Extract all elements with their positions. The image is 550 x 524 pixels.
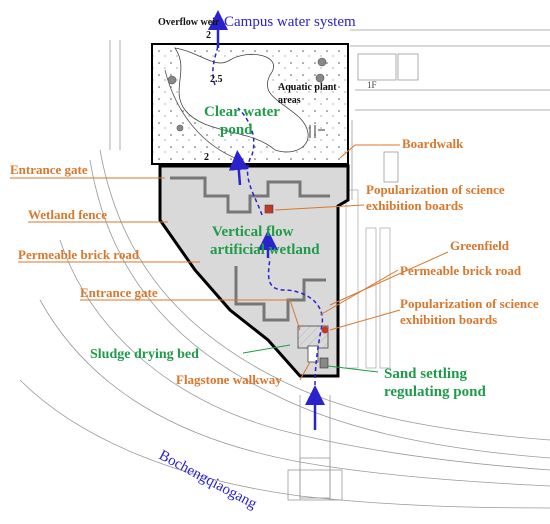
elevation-mark-2-5: 2.5: [210, 74, 223, 85]
aquatic-plant-label-line2: areas: [278, 95, 301, 106]
popularization-bottom-label-line2: exhibition boards: [400, 312, 497, 327]
vertical-flow-label-line2: artificial wetland: [210, 242, 320, 258]
wetland-fence-label: Wetland fence: [28, 207, 107, 222]
vertical-flow-wetland-area: [158, 164, 350, 378]
floor-mark-1f: 1F: [367, 80, 377, 90]
leader-lines-green: [242, 344, 379, 373]
vertical-flow-label-line1: Vertical flow: [212, 224, 294, 240]
entrance-gate-bottom-label: Entrance gate: [80, 285, 158, 300]
entrance-gate-top-label: Entrance gate: [10, 162, 88, 177]
leader-lines: [10, 144, 449, 381]
elevation-mark-bottom: 2: [204, 152, 209, 163]
popularization-top-label-line2: exhibition boards: [366, 198, 463, 213]
elevation-mark-top: 2: [206, 30, 211, 41]
sand-settling-label-line1: Sand settling: [384, 366, 467, 382]
clear-water-pond-area: [151, 43, 349, 165]
greenfield-label: Greenfield: [450, 238, 510, 253]
building-blocks: [345, 189, 391, 369]
popularization-top-label-line1: Popularization of science: [366, 182, 505, 197]
permeable-brick-road-right-label: Permeable brick road: [400, 263, 522, 278]
clear-water-pond-label-line1: Clear water: [204, 104, 280, 120]
clear-water-pond-label-line2: pond: [220, 122, 253, 138]
campus-water-system-label: Campus water system: [224, 14, 356, 30]
exhibition-board-markers: [264, 206, 329, 334]
overflow-weir-label: Overflow weir: [158, 17, 220, 28]
permeable-brick-road-left-label: Permeable brick road: [18, 247, 140, 262]
water-flow-path: [208, 10, 325, 430]
background-site-lines: [19, 29, 550, 509]
popularization-bottom-label-line1: Popularization of science: [400, 296, 539, 311]
sand-settling-label-line2: regulating pond: [384, 384, 486, 400]
sludge-drying-bed-label: Sludge drying bed: [90, 347, 199, 362]
flagstone-walkway-label: Flagstone walkway: [176, 372, 282, 387]
aquatic-plant-label-line1: Aquatic plant: [278, 82, 337, 93]
bochengqiaogang-label: Bochengqiaogang: [156, 447, 260, 512]
boardwalk-label: Boardwalk: [402, 136, 464, 151]
